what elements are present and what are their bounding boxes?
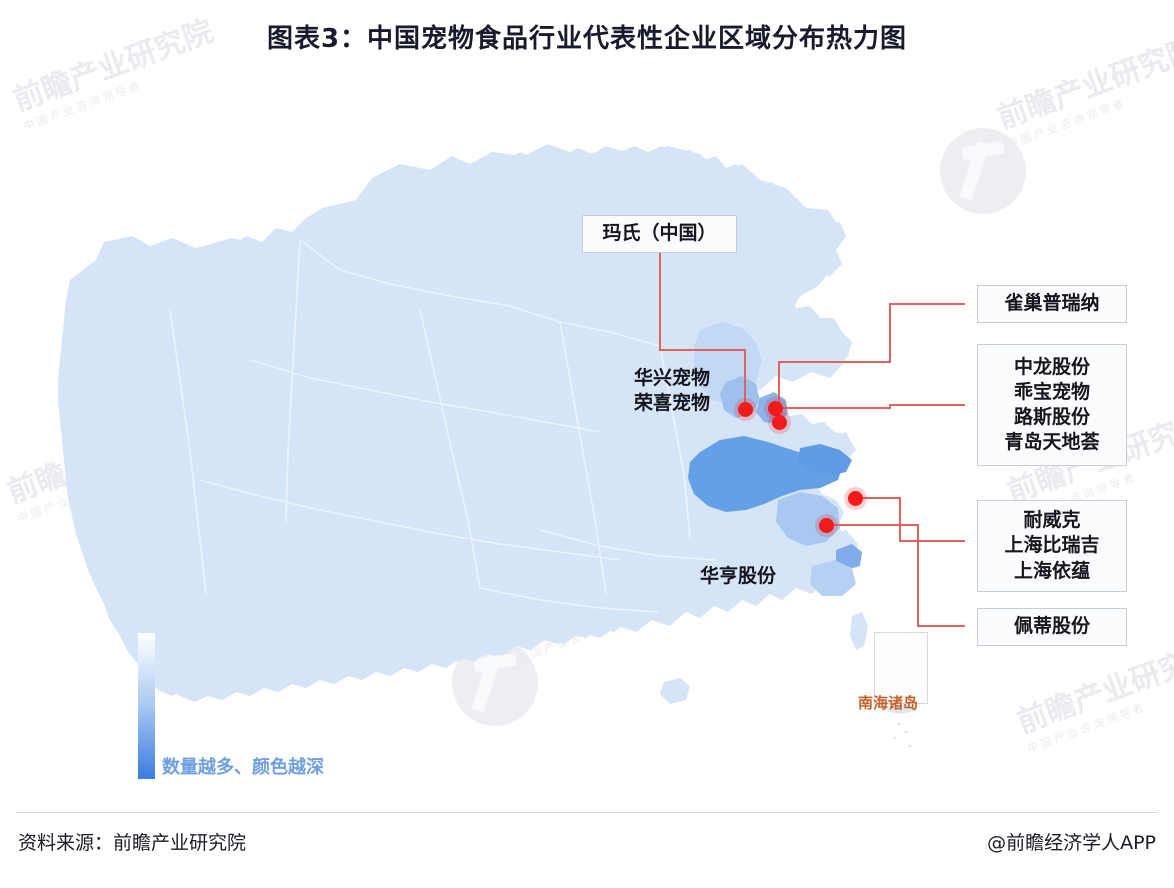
callout-nestle-line1: 雀巢普瑞纳 bbox=[1004, 292, 1100, 315]
callout-box-shandong[interactable]: 中龙股份 乖宝宠物 路斯股份 青岛天地荟 bbox=[977, 344, 1127, 466]
callout-shanghai-line3: 上海依蕴 bbox=[1013, 559, 1090, 582]
connector-shandong bbox=[775, 404, 965, 409]
map-region-hainan bbox=[660, 678, 690, 704]
callout-shandong-line3: 路斯股份 bbox=[1013, 406, 1090, 428]
callout-box-petpal[interactable]: 佩蒂股份 bbox=[977, 608, 1127, 646]
connector-shanghai bbox=[855, 497, 965, 542]
china-map-svg bbox=[58, 144, 965, 748]
callout-box-nestle[interactable]: 雀巢普瑞纳 bbox=[977, 285, 1127, 323]
marker-mars[interactable] bbox=[738, 402, 753, 417]
south-sea-inset-label: 南海诸岛 bbox=[858, 694, 919, 712]
south-sea-islands-shapes bbox=[886, 704, 918, 748]
heat-legend-gradient-bar bbox=[138, 633, 155, 779]
map-province-borders bbox=[169, 239, 717, 613]
marker-nestle[interactable] bbox=[772, 415, 787, 430]
south-sea-inset-box bbox=[874, 632, 928, 704]
callout-connectors bbox=[659, 250, 965, 627]
footer-divider bbox=[16, 812, 1158, 813]
map-region-taiwan bbox=[850, 612, 868, 650]
map-region-zhejiang bbox=[810, 560, 856, 596]
callout-box-shanghai[interactable]: 耐威克 上海比瑞吉 上海依蕴 bbox=[977, 500, 1127, 592]
callout-petpal-line1: 佩蒂股份 bbox=[1013, 615, 1090, 638]
callout-shanghai-line1: 耐威克 bbox=[1023, 509, 1081, 532]
marker-shandong[interactable] bbox=[768, 401, 783, 416]
map-label-hebei: 华兴宠物 荣喜宠物 bbox=[634, 366, 710, 417]
map-region-base-detail bbox=[90, 146, 858, 702]
map-label-hebei-line2: 荣喜宠物 bbox=[634, 392, 711, 415]
callout-shanghai-line2: 上海比瑞吉 bbox=[1004, 534, 1100, 557]
marker-petpal[interactable] bbox=[819, 518, 834, 533]
callout-shandong-line4: 青岛天地荟 bbox=[1004, 431, 1100, 454]
callout-shandong-line2: 乖宝宠物 bbox=[1013, 380, 1090, 403]
callout-shandong-line1: 中龙股份 bbox=[1013, 355, 1090, 378]
figure-title: 图表3：中国宠物食品行业代表性企业区域分布热力图 bbox=[266, 24, 908, 54]
source-note: 资料来源：前瞻产业研究院 bbox=[18, 832, 247, 854]
map-shape-group bbox=[90, 146, 858, 702]
callout-box-mars[interactable]: 玛氏（中国） bbox=[582, 215, 737, 253]
heat-legend-label: 数量越多、颜色越深 bbox=[162, 757, 324, 778]
map-label-huaheng-line1: 华亨股份 bbox=[700, 565, 777, 587]
connector-nestle bbox=[778, 303, 965, 422]
callout-mars-line1: 玛氏（中国） bbox=[602, 222, 717, 245]
connector-petpal bbox=[826, 524, 965, 627]
connector-mars bbox=[659, 250, 746, 409]
marker-shanghai[interactable] bbox=[848, 491, 863, 506]
china-heatmap bbox=[0, 60, 1174, 800]
app-watermark-note: @前瞻经济学人APP bbox=[987, 832, 1156, 854]
map-label-huaheng: 华亨股份 bbox=[700, 564, 776, 589]
map-region-shandong-peninsula bbox=[798, 444, 852, 476]
map-region-shanghai bbox=[836, 544, 862, 570]
map-label-hebei-line1: 华兴宠物 bbox=[634, 367, 711, 389]
